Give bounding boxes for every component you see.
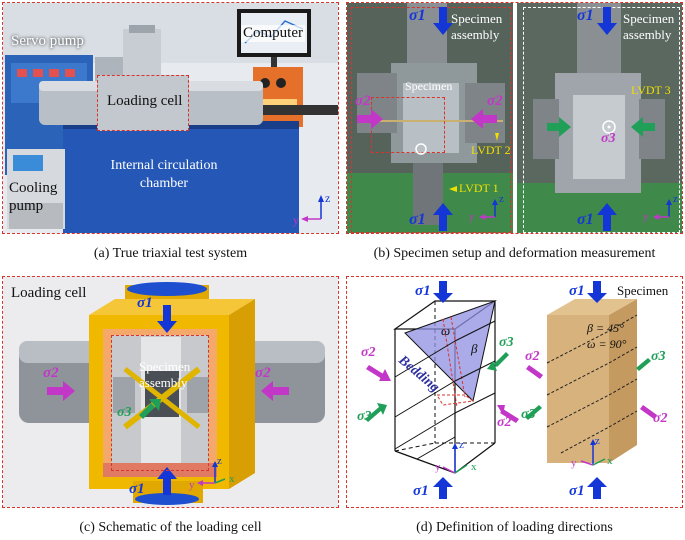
axis-z-label: z [325, 191, 331, 205]
axis-x-label: x [229, 473, 235, 485]
panel-a-frame: Servo pump Computer Loading cell Interna… [2, 2, 339, 234]
sigma1-bottom-left-label: σ1 [413, 483, 429, 499]
servo-pump-label: Servo pump [11, 33, 84, 49]
loading-cell-label: Loading cell [11, 285, 87, 301]
axis-x-cube-label: x [607, 455, 613, 467]
cooling-pump-label: Cooling pump [9, 180, 58, 214]
axis-y-right-label: y [643, 211, 649, 223]
panel-d-frame: σ1 ω β Bedding σ2 σ3 σ3 σ2 z y x σ1 σ1 S… [346, 276, 683, 508]
axis-x-label: x [471, 461, 477, 473]
panel-a-caption: (a) True triaxial test system [93, 246, 248, 261]
panel-c-caption: (c) Schematic of the loading cell [79, 520, 262, 535]
axis-z-cube-label: z [595, 435, 600, 447]
panel-c-schematic [3, 277, 338, 507]
panel-b-caption: (b) Specimen setup and deformation measu… [373, 246, 656, 261]
loading-cell-label: Loading cell [107, 93, 183, 109]
sigma2-left-label: σ2 [43, 365, 59, 381]
sigma3-right-label: σ3 [601, 131, 616, 146]
sigma3-left-label: σ3 [357, 409, 372, 424]
sigma1-bottom-right-label: σ1 [569, 483, 585, 499]
sigma1-bottom-left-label: σ1 [409, 211, 426, 228]
specimen-assembly-box [111, 335, 209, 471]
axis-z-label: z [459, 439, 464, 451]
sigma1-bottom-label: σ1 [129, 481, 145, 497]
axis-y-label: y [293, 213, 299, 227]
specimen-assembly-box-right [523, 7, 680, 233]
sigma1-bottom-right-label: σ1 [577, 211, 594, 228]
sigma2-left-label: σ2 [361, 345, 376, 360]
omega-label: ω [441, 323, 451, 338]
axis-y-label: y [435, 461, 441, 473]
specimen-label: Specimen [617, 283, 669, 298]
sigma2-cube-left-label: σ2 [525, 349, 540, 364]
panel-d-caption: (d) Definition of loading directions [416, 520, 613, 535]
specimen-assembly-label: Specimen assembly [139, 359, 191, 390]
sigma2-cube-right-label: σ2 [653, 411, 668, 426]
sigma2-right-label: σ2 [255, 365, 271, 381]
axis-y-label: y [189, 479, 195, 491]
sigma3-right-label: σ3 [499, 335, 514, 350]
computer-label: Computer [241, 25, 305, 42]
sigma3-label: σ3 [117, 405, 132, 420]
beta-value-label: β = 45° [587, 321, 624, 335]
sigma2-right-label: σ2 [487, 93, 503, 109]
sigma1-top-label: σ1 [137, 295, 153, 311]
sigma1-top-left-label: σ1 [415, 283, 431, 299]
specimen-assembly-right-label: Specimen assembly [623, 11, 675, 42]
sigma2-right-label: σ2 [497, 415, 512, 430]
omega-value-label: ω = 90° [587, 337, 627, 351]
sigma2-left-label: σ2 [355, 93, 371, 109]
sigma1-top-left-label: σ1 [409, 7, 426, 24]
sigma3-cube-left-label: σ3 [521, 407, 536, 422]
panel-c-frame: Loading cell σ1 Specimen assembly σ2 σ2 … [2, 276, 339, 508]
axis-y-cube-label: y [571, 457, 577, 469]
sigma3-cube-right-label: σ3 [651, 349, 666, 364]
panel-b-frame: σ1 Specimen assembly Specimen σ2 σ2 LVDT… [346, 2, 683, 234]
lvdt2-label: LVDT 2 [471, 143, 511, 157]
panel-b-photos [347, 3, 682, 233]
sigma1-top-right-label: σ1 [577, 7, 594, 24]
lvdt1-label: LVDT 1 [459, 181, 499, 195]
panel-b-arrows [357, 7, 672, 231]
specimen-assembly-left-label: Specimen assembly [451, 11, 503, 42]
sigma1-top-right-label: σ1 [569, 283, 585, 299]
axis-z-right-label: z [673, 193, 678, 205]
lvdt3-label: LVDT 3 [631, 83, 671, 97]
axis-z-left-label: z [499, 193, 504, 205]
loading-cell-highlight [97, 75, 189, 131]
specimen-assembly-box-left [351, 7, 511, 233]
axis-y-left-label: y [469, 211, 475, 223]
specimen-label: Specimen [405, 79, 453, 93]
beta-label: β [471, 341, 478, 356]
axis-z-label: z [217, 455, 222, 467]
internal-circulation-label: Internal circulation chamber [110, 158, 218, 191]
panel-d-diagram [347, 277, 682, 507]
panel-a-axes [301, 195, 324, 222]
